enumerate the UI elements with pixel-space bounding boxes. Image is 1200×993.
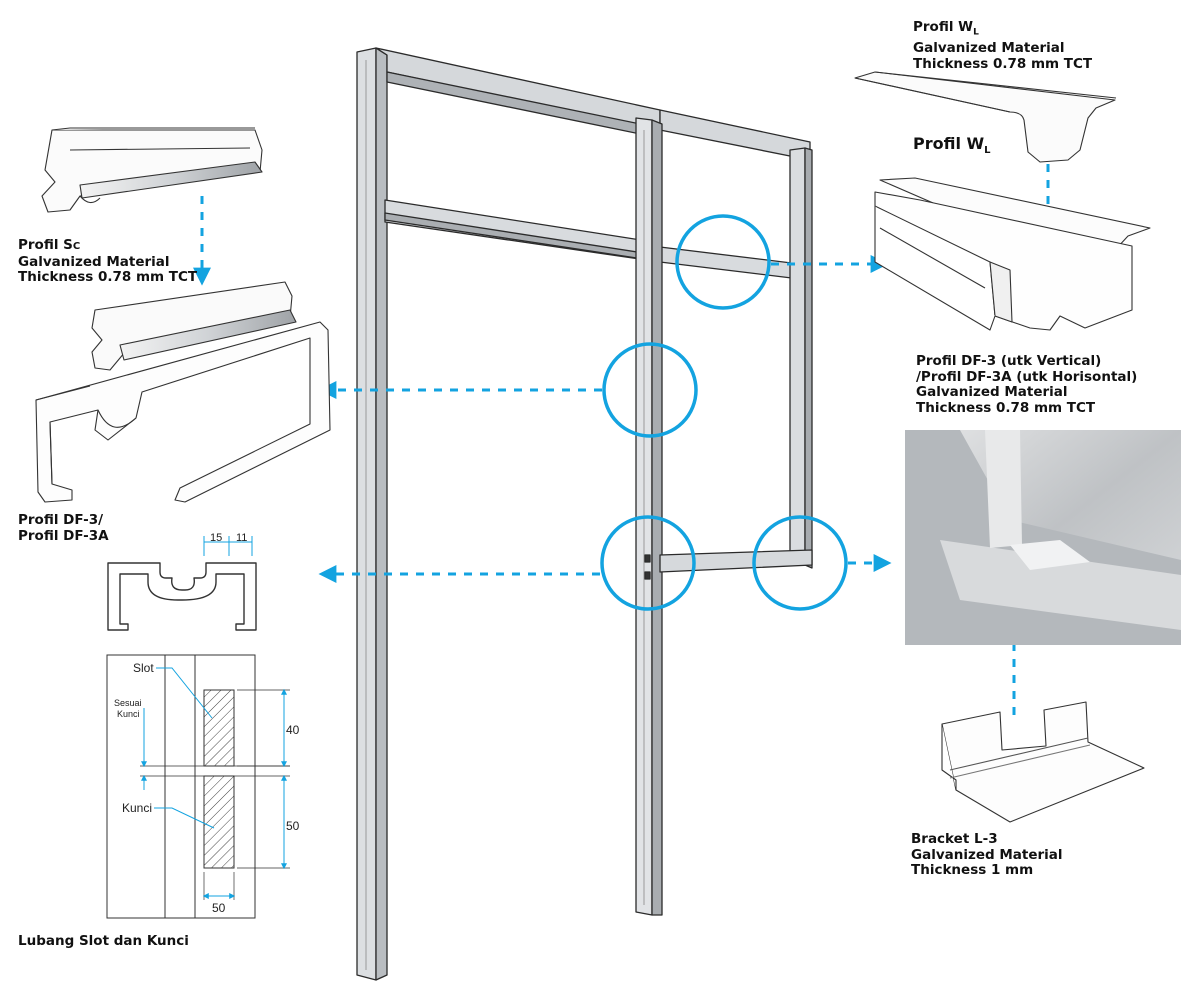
profil-sc-drawing: [41, 127, 263, 213]
slot-rect: [203, 689, 235, 767]
kunci-rect: [203, 775, 235, 869]
sesuai-label-2: Kunci: [117, 709, 140, 719]
dim-15: 15: [210, 532, 222, 544]
callout-circle-mid: [602, 342, 698, 438]
bracket-line-3: Thickness 1 mm: [911, 862, 1034, 878]
profil-df3-line-3: Galvanized Material: [916, 384, 1068, 400]
profil-df3-right-label: Profil DF-3 (utk Vertical) /Profil DF-3A…: [916, 353, 1138, 416]
bracket-l3-drawing: [941, 701, 1145, 823]
lubang-label: Lubang Slot dan Kunci: [18, 933, 189, 949]
profil-df3-line-2: /Profil DF-3A (utk Horisontal): [916, 368, 1138, 385]
profil-wl-caption-sub: L: [984, 145, 991, 157]
profil-wl-line-1: Galvanized Material: [913, 40, 1065, 57]
profil-sc-line-1: Galvanized Material: [18, 253, 170, 270]
profil-df3-left-line-2: Profil DF-3A: [18, 527, 109, 544]
dim-11: 11: [236, 532, 247, 544]
profil-wl-title: Profil W: [913, 19, 974, 35]
slot-label: Slot: [133, 661, 154, 675]
dim-kunci-50: 50: [286, 819, 300, 833]
profil-df3-left-label: Profil DF-3/ Profil DF-3A: [18, 512, 109, 544]
profil-sc-title-sub: C: [72, 241, 81, 252]
profil-wl-caption: Profil WL: [913, 136, 991, 159]
profil-sc-line-2: Thickness 0.78 mm TCT: [18, 269, 198, 285]
profil-df3-line-1: Profil DF-3 (utk Vertical): [916, 353, 1102, 369]
callout-circle-top: [675, 214, 771, 310]
door-frame: [356, 47, 813, 981]
profil-wl-label: Profil WL Galvanized Material Thickness …: [913, 19, 1093, 72]
profil-df3-right-drawing: [874, 177, 1151, 331]
callout-circles: [600, 214, 848, 611]
profil-wl-line-2: Thickness 0.78 mm TCT: [913, 55, 1093, 72]
profil-sc-label: Profil SC Galvanized Material Thickness …: [18, 237, 198, 286]
profil-df3-drawing: [35, 281, 331, 503]
dim-width-50: 50: [212, 901, 226, 915]
bracket-line-2: Galvanized Material: [911, 846, 1063, 863]
callout-circle-lower-left: [600, 515, 696, 611]
dim-slot-40: 40: [286, 723, 300, 737]
kunci-label: Kunci: [122, 801, 152, 815]
bracket-label: Bracket L-3 Galvanized Material Thicknes…: [911, 831, 1063, 879]
bracket-line-1: Bracket L-3: [911, 831, 998, 847]
profil-wl-title-sub: L: [973, 27, 979, 38]
profil-wl-caption-main: Profil W: [913, 134, 985, 153]
profil-wl-drawing: [854, 71, 1117, 163]
bracket-photo: [905, 430, 1181, 645]
slot-dimension-lines: [141, 667, 287, 899]
sesuai-label-1: Sesuai: [114, 698, 142, 708]
profil-sc-title: Profil S: [18, 237, 73, 253]
callout-circle-lower-right: [752, 515, 848, 611]
profil-df3-line-4: Thickness 0.78 mm TCT: [916, 399, 1096, 416]
slot-kunci-drawing: [106, 654, 290, 919]
cross-section-drawing: [107, 536, 257, 631]
profil-df3-left-line-1: Profil DF-3/: [18, 512, 104, 528]
